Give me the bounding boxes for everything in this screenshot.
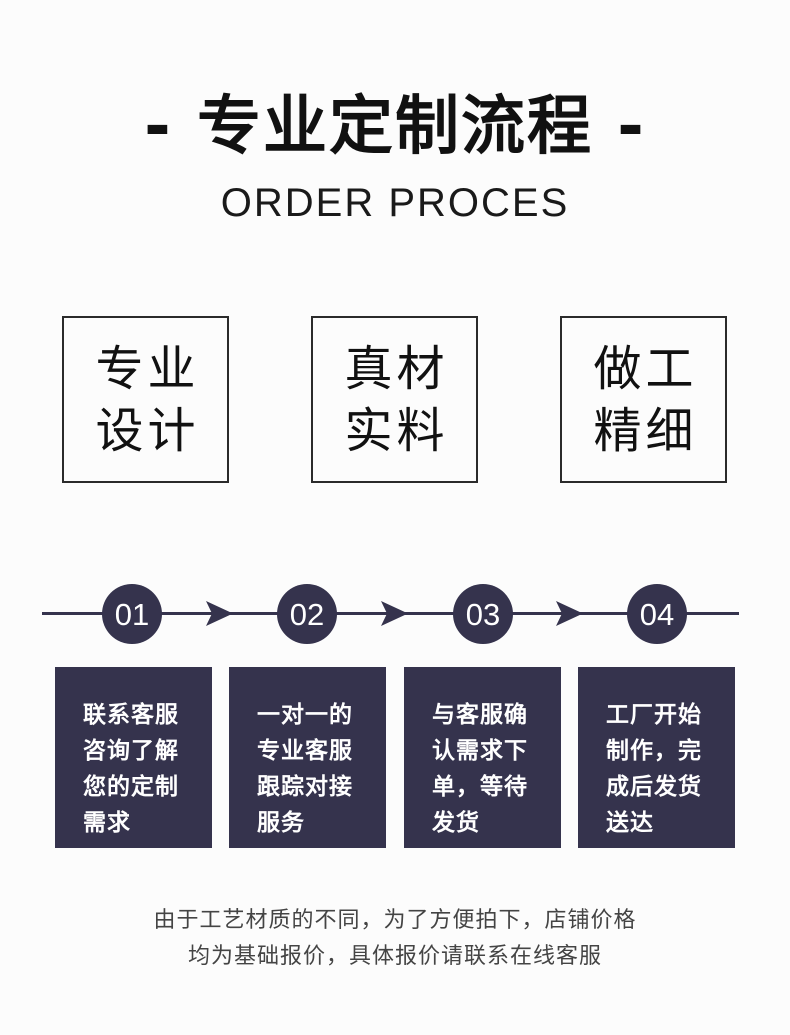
step-number-badge: 03 <box>453 584 513 644</box>
step-text: 发货 <box>432 810 480 836</box>
arrow-right-icon <box>206 601 233 626</box>
step-text: 与客服确 <box>432 702 528 728</box>
feature-box-materials: 真材 实料 <box>311 316 478 483</box>
page-subtitle: ORDER PROCES <box>220 181 570 225</box>
step-card-delivery: 工厂开始 制作，完 成后发货 送达 <box>578 667 735 848</box>
step-card-contact: 联系客服 咨询了解 您的定制 需求 <box>55 667 212 848</box>
step-card-service: 一对一的 专业客服 跟踪对接 服务 <box>229 667 386 848</box>
step-text: 需求 <box>83 810 131 836</box>
step-number-badge: 01 <box>102 584 162 644</box>
page-title: - 专业定制流程 - <box>144 90 646 164</box>
step-text: 跟踪对接 <box>257 774 353 800</box>
pricing-note-line: 由于工艺材质的不同，为了方便拍下，店铺价格 <box>153 908 637 933</box>
arrow-right-icon <box>381 601 408 626</box>
step-number-badge: 04 <box>627 584 687 644</box>
step-text: 专业客服 <box>257 738 353 764</box>
feature-text: 设计 <box>95 402 200 459</box>
step-text: 您的定制 <box>83 774 179 800</box>
arrow-right-icon <box>556 601 583 626</box>
step-text: 成后发货 <box>606 774 702 800</box>
step-text: 联系客服 <box>83 702 179 728</box>
step-number-badge: 02 <box>277 584 337 644</box>
step-text: 一对一的 <box>257 702 353 728</box>
step-text: 咨询了解 <box>83 738 179 764</box>
feature-text: 精细 <box>593 402 698 459</box>
step-text: 送达 <box>606 810 654 836</box>
feature-text: 专业 <box>95 340 200 397</box>
step-card-order: 与客服确 认需求下 单，等待 发货 <box>404 667 561 848</box>
step-text: 服务 <box>257 810 305 836</box>
feature-box-design: 专业 设计 <box>62 316 229 483</box>
feature-text: 实料 <box>344 402 449 459</box>
feature-text: 真材 <box>344 340 449 397</box>
step-text: 制作，完 <box>606 738 702 764</box>
step-text: 工厂开始 <box>606 702 702 728</box>
step-text: 认需求下 <box>432 738 528 764</box>
feature-box-craftsmanship: 做工 精细 <box>560 316 727 483</box>
feature-text: 做工 <box>593 340 698 397</box>
step-text: 单，等待 <box>432 774 528 800</box>
pricing-note: 由于工艺材质的不同，为了方便拍下，店铺价格 均为基础报价，具体报价请联系在线客服 <box>0 903 790 975</box>
pricing-note-line: 均为基础报价，具体报价请联系在线客服 <box>187 944 602 969</box>
